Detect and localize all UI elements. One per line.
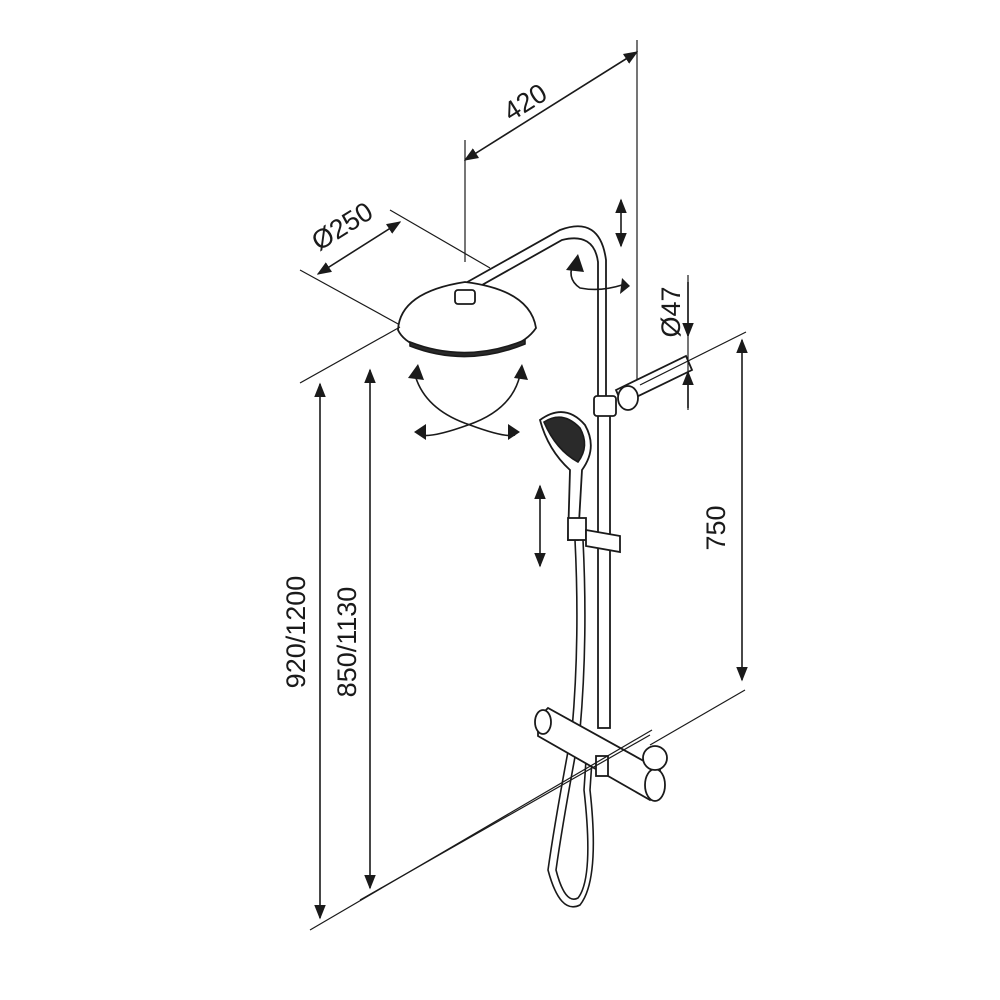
slider-bracket	[585, 528, 621, 554]
hand-shower	[538, 411, 621, 554]
dimension-label-arm: 420	[498, 78, 552, 127]
shower-hose	[547, 539, 595, 908]
wall-connection	[642, 745, 668, 771]
dimension-mixer-height: 850/1130	[332, 368, 376, 890]
mixer-handle-right	[644, 768, 666, 802]
extension-line-head-right	[389, 209, 491, 269]
dimension-bar-height: 750	[701, 338, 748, 682]
riser-bracket-top	[593, 395, 617, 417]
extension-line-head-left	[299, 269, 401, 326]
extension-line-bar-bottom	[649, 689, 746, 746]
overhead-shower-head	[397, 281, 537, 358]
dimension-total-height: 920/1200	[281, 382, 326, 920]
dimension-line-head	[316, 221, 402, 275]
dimension-label-bar-diameter: Ø47	[656, 286, 686, 337]
tilt-arrows-icon	[408, 364, 528, 440]
shower-head-joint	[454, 289, 476, 305]
dimension-bar-diameter: Ø47	[656, 275, 694, 410]
dimension-label-head: Ø250	[306, 196, 378, 256]
dimension-line-arm	[463, 51, 639, 161]
hand-shower-holder	[567, 517, 587, 541]
floor-reference-line	[309, 729, 653, 931]
swivel-arrow-icon	[566, 254, 630, 294]
extension-line-bar-top	[639, 331, 747, 386]
dimension-label-mixer-height: 850/1130	[332, 587, 362, 698]
wall-reference-lines	[299, 326, 747, 931]
dimension-label-total-height: 920/1200	[281, 576, 311, 689]
dimension-label-bar-height: 750	[701, 505, 731, 550]
